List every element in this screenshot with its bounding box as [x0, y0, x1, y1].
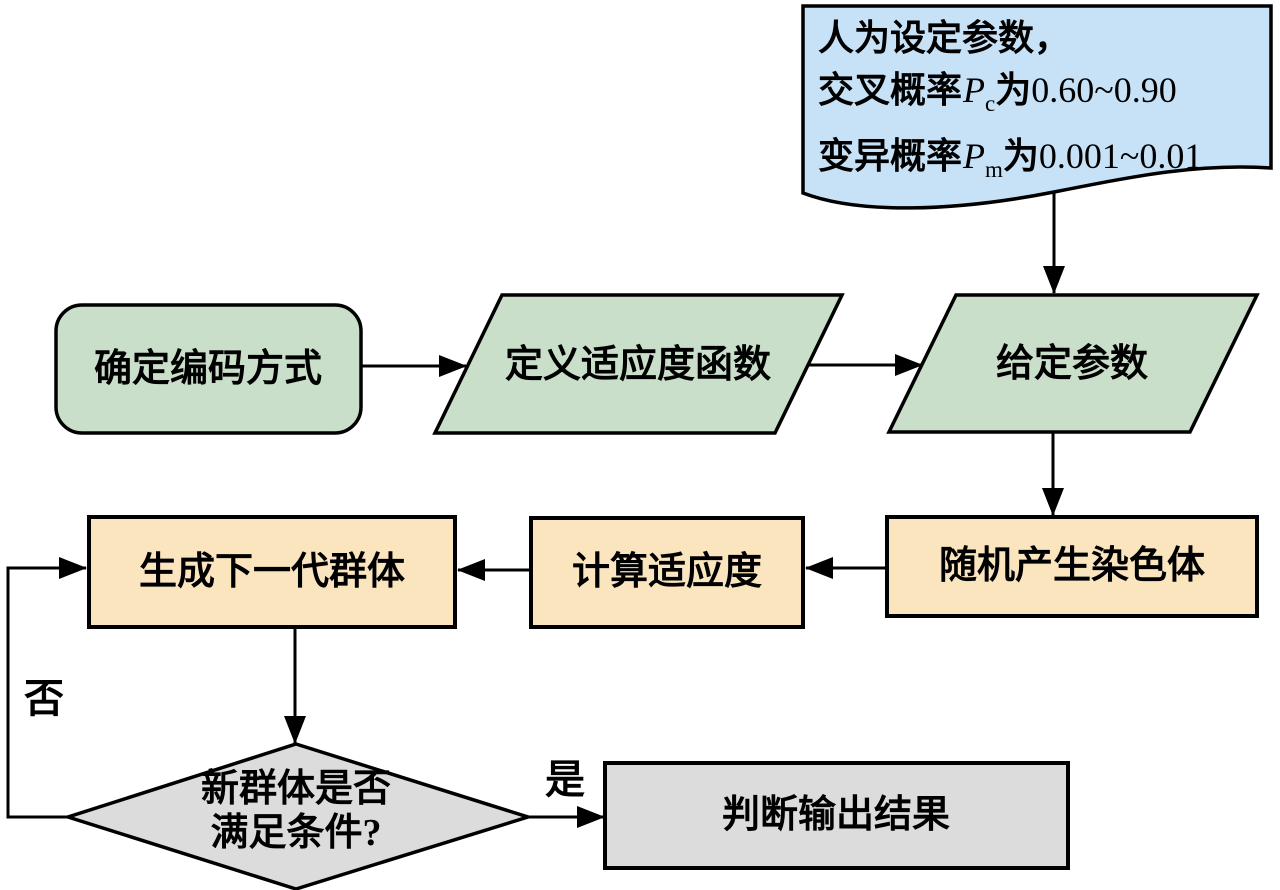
node-fitness-function-shape [432, 293, 845, 435]
edge-label-yes: 是 [545, 757, 585, 802]
node-given-params-label: 给定参数 [995, 342, 1149, 385]
connector-condition-no-loop [6, 557, 87, 819]
document-note-line3: 变异概率Pm为0.001~0.01 [818, 130, 1202, 196]
mutation-variable: P [963, 136, 986, 176]
node-given-params-shape [886, 293, 1260, 434]
document-note-line2: 交叉概率Pc为0.60~0.90 [818, 64, 1202, 130]
node-condition-label: 新群体是否 满足条件? [201, 767, 391, 855]
crossover-wei: 为 [995, 70, 1032, 110]
node-fitness-function-label: 定义适应度函数 [504, 343, 772, 386]
crossover-subscript: c [985, 91, 996, 116]
node-compute-fitness-label: 计算适应度 [571, 550, 763, 593]
edge-label-no: 否 [24, 676, 64, 721]
crossover-range: 0.60~0.90 [1031, 70, 1177, 110]
mutation-wei: 为 [1002, 136, 1039, 176]
document-note-line1: 人为设定参数， [818, 18, 1071, 58]
mutation-subscript: m [985, 157, 1003, 182]
node-compute-fitness-shape [529, 516, 805, 629]
node-next-generation-label: 生成下一代群体 [138, 550, 406, 593]
crossover-label: 交叉概率 [818, 70, 963, 110]
node-random-chromosome-label: 随机产生染色体 [938, 544, 1206, 587]
mutation-label: 变异概率 [818, 136, 963, 176]
node-condition-shape [62, 742, 534, 890]
node-next-generation-shape [87, 515, 457, 629]
node-encoding-shape [54, 303, 363, 435]
node-encoding-label: 确定编码方式 [93, 347, 323, 390]
document-note-text: 人为设定参数， 交叉概率Pc为0.60~0.90 变异概率Pm为0.001~0.… [818, 12, 1202, 196]
node-condition-label-line2: 满足条件? [210, 812, 382, 854]
mutation-range: 0.001~0.01 [1038, 136, 1203, 176]
node-output-shape [603, 761, 1070, 870]
node-condition-label-line1: 新群体是否 [200, 767, 392, 810]
node-random-chromosome-shape [885, 515, 1259, 618]
crossover-variable: P [963, 70, 986, 110]
node-output-label: 判断输出结果 [721, 793, 951, 836]
document-note-shape [801, 4, 1273, 210]
